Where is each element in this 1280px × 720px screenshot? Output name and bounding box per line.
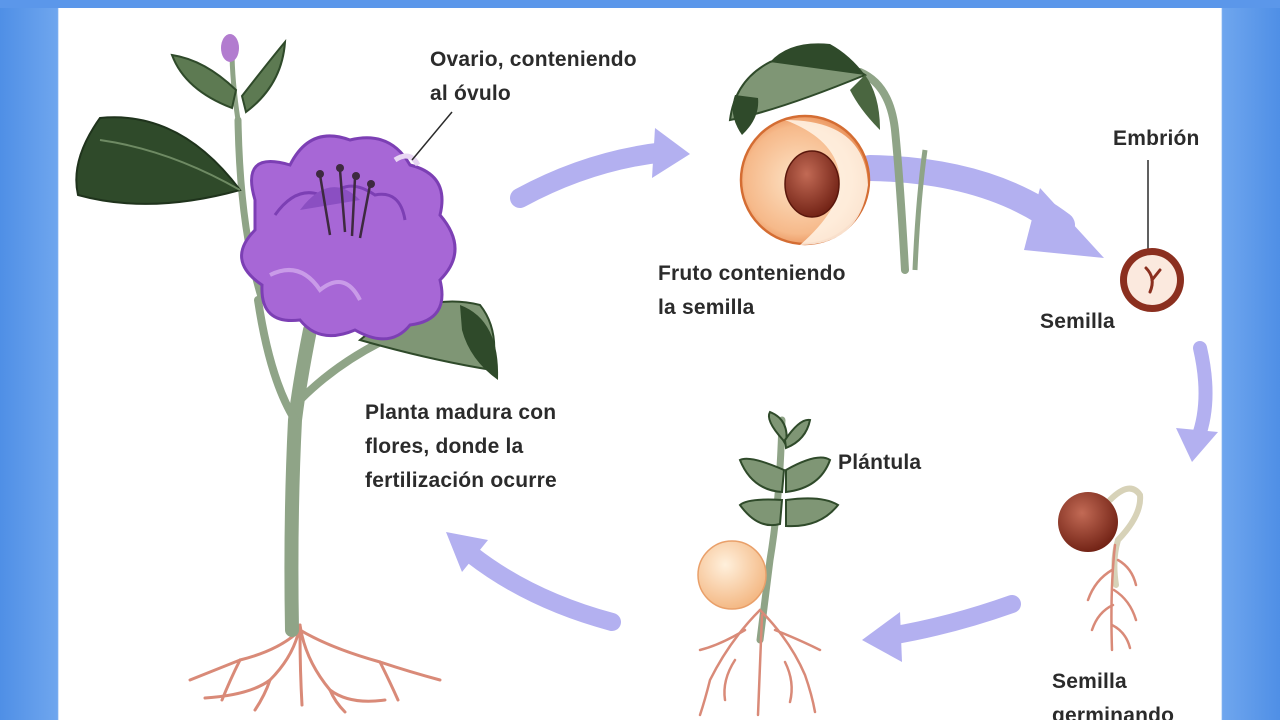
label-fruit: Fruto conteniendo la semilla (658, 262, 846, 319)
label-ovary: Ovario, conteniendo al óvulo (430, 48, 637, 105)
germinating-seed-illustration (1058, 485, 1144, 652)
cycle-arrow-germinating-to-seedling (862, 595, 1021, 662)
plant-roots (188, 623, 442, 714)
cycle-arrow-seedling-to-plant (446, 532, 621, 631)
germinating-roots (1086, 543, 1138, 652)
cycle-arrow-flower-to-fruit (510, 128, 690, 208)
mature-plant-illustration (75, 34, 499, 714)
fruit-illustration (728, 43, 928, 274)
flower (240, 134, 457, 341)
seedling-illustration (697, 410, 840, 717)
cycle-arrow-seed-to-germinating (1176, 341, 1218, 462)
label-seed: Semilla (1040, 310, 1115, 333)
ovary-pointer-line (411, 111, 453, 161)
seed-illustration (1120, 160, 1184, 312)
seedling-roots (698, 608, 822, 717)
label-seedling: Plántula (838, 451, 922, 474)
label-germinating-seed: Semilla germinando (1052, 670, 1175, 720)
top-border (0, 0, 1280, 8)
label-mature-plant: Planta madura con flores, donde la ferti… (365, 401, 557, 492)
label-embryo: Embrión (1113, 127, 1200, 150)
